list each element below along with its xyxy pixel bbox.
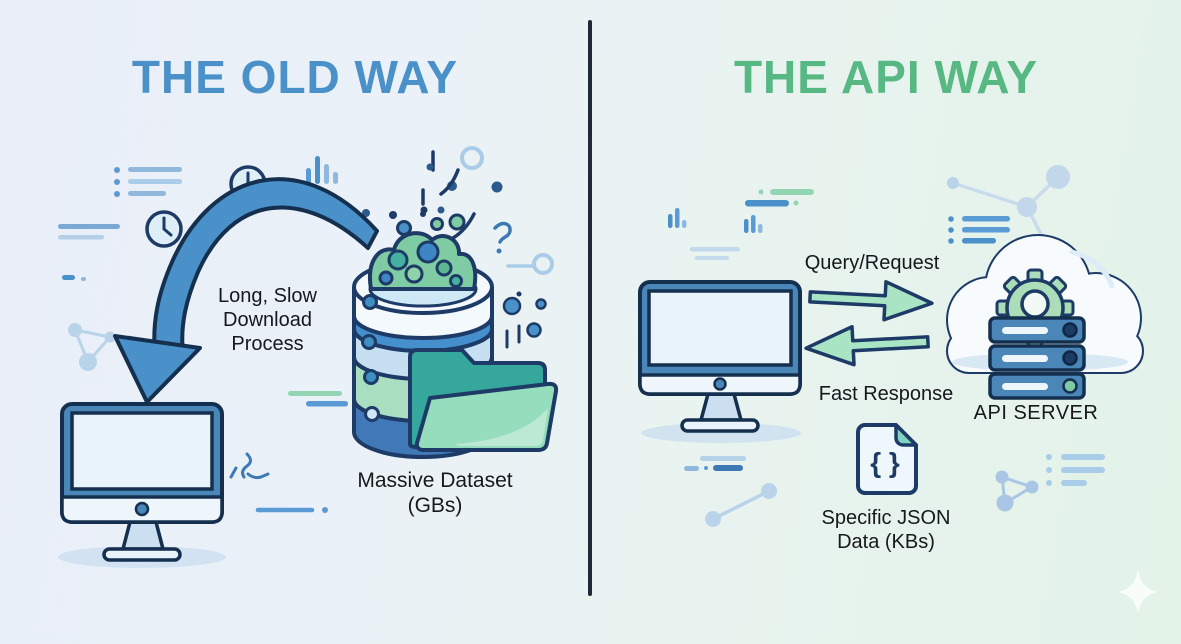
data-spray-dots [362, 146, 503, 240]
question-mark-doodle [493, 221, 512, 254]
dot-cluster-icon [502, 291, 547, 349]
specific-json-line2: Data (KBs) [837, 531, 935, 553]
query-request-label: Query/Request [804, 252, 940, 274]
json-file-icon: { } [856, 423, 918, 495]
dash-lines-icon [58, 224, 120, 281]
computer-screen [647, 289, 793, 367]
massive-dataset-label: Massive Dataset (GBs) [345, 468, 525, 518]
ring-line-icon [506, 253, 554, 275]
download-process-line2: Download [223, 309, 312, 331]
specific-json-line1: Specific JSON [821, 507, 951, 529]
clock-icon [145, 210, 183, 248]
curved-download-arrow [113, 177, 379, 404]
server-icon [988, 316, 1086, 400]
api-way-title: THE API WAY [733, 51, 1039, 103]
computer-screen [70, 411, 214, 491]
download-process-line3: Process [231, 333, 304, 355]
computer-icon [638, 280, 802, 443]
response-arrow-icon [804, 325, 930, 367]
computer-icon [58, 402, 226, 568]
json-braces-glyph: { } [870, 447, 900, 478]
folder-icon [408, 348, 559, 452]
bar-chart-icon [306, 156, 338, 184]
dash-lines-icon [684, 456, 746, 471]
squiggle-doodle [229, 452, 270, 480]
api-server-label: API SERVER [973, 402, 1099, 424]
dash-lines-icon [288, 391, 348, 407]
line-dot-icon [255, 507, 328, 513]
bar-chart-icon [744, 215, 763, 233]
list-icon [948, 216, 1010, 244]
download-process-label: Long, Slow Download Process [190, 284, 345, 356]
network-nodes-icon [995, 470, 1039, 512]
massive-dataset-line1: Massive Dataset [357, 469, 513, 492]
request-arrow-icon [808, 280, 934, 322]
sparkle-icon [1118, 570, 1158, 613]
list-icon [1046, 454, 1105, 486]
node-connector-icon [705, 483, 777, 527]
bar-chart-icon [668, 208, 687, 228]
old-way-title: THE OLD WAY [131, 51, 459, 103]
fast-response-label: Fast Response [818, 383, 954, 405]
download-process-line1: Long, Slow [218, 285, 317, 307]
panel-divider [588, 20, 592, 596]
list-icon [114, 167, 182, 197]
massive-dataset-line2: (GBs) [407, 494, 463, 518]
network-nodes-icon [68, 323, 116, 371]
specific-json-label: Specific JSON Data (KBs) [796, 506, 976, 554]
dash-lines-icon [690, 189, 814, 260]
network-nodes-icon [947, 165, 1070, 239]
